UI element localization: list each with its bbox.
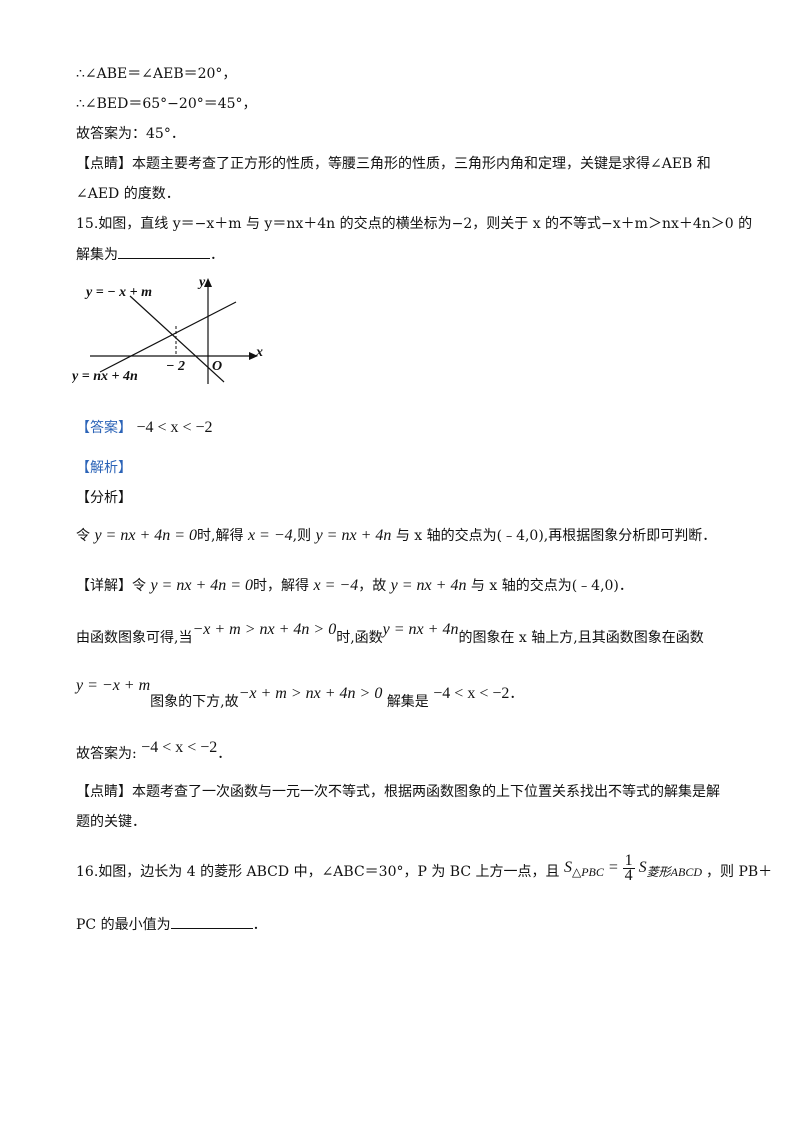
- q15-answer: 【答案】 −4 < x < −2: [76, 418, 213, 438]
- p2-text-1: 由函数图象可得,当: [76, 630, 193, 646]
- answer-tag: 【答案】: [76, 420, 132, 436]
- xiangjie-line-2: 由函数图象可得,当−x + m > nx + 4n > 0时,函数y = nx …: [76, 621, 704, 648]
- xiangjie-pre: 令: [132, 578, 146, 594]
- q15-answer-blank: [118, 244, 210, 259]
- label-origin: O: [212, 359, 222, 374]
- fenxi-math-2: x = −4: [247, 527, 293, 544]
- xiangjie-line-3: y = −x + m图象的下方,故−x + m > nx + 4n > 0 解集…: [76, 677, 524, 710]
- fenxi-math-1: y = nx + 4n = 0: [94, 527, 198, 544]
- xiangjie-tag: 【详解】: [76, 578, 132, 594]
- q15-stem-2: 解集为 ．: [76, 244, 224, 265]
- label-line1: y = − x + m: [84, 285, 152, 300]
- xiangjie-line: 【详解】令 y = nx + 4n = 0时，解得 x = −4，故 y = n…: [76, 576, 633, 596]
- p3-text-3: ．: [509, 686, 524, 702]
- s-right: S: [638, 859, 647, 877]
- xiangjie-text-3: 与 x 轴的交点为(﹣4,0)．: [470, 578, 633, 594]
- s-right-sub: 菱形ABCD: [646, 865, 703, 880]
- final-text: 故答案为:: [76, 746, 137, 762]
- fenxi-math-3: y = nx + 4n: [315, 527, 392, 544]
- line-y-minus-x-plus-m: [129, 295, 225, 383]
- line-bed: ∴∠BED＝65°−20°＝45°，: [76, 96, 257, 112]
- label-line2: y = nx + 4n: [72, 369, 138, 384]
- final-math: −4 < x < −2: [141, 739, 218, 756]
- q15-stem-1: 15.如图，直线 y＝−x＋m 与 y＝nx＋4n 的交点的横坐标为−2，则关于…: [76, 216, 753, 232]
- q15-stem-2-end: ．: [210, 247, 224, 263]
- equals: =: [607, 859, 619, 877]
- fenxi-tag: 【分析】: [76, 490, 132, 506]
- fenxi-pre: 令: [76, 528, 90, 544]
- s-left-sub: △PBC: [571, 865, 604, 880]
- p3-math-3: −4 < x < −2: [433, 685, 510, 702]
- s-left: S: [563, 859, 572, 877]
- fenxi-text-1: 时,解得: [197, 528, 244, 544]
- q16-text-3: PC 的最小值为: [76, 917, 171, 933]
- fenxi-text-2: ,则: [292, 528, 312, 544]
- p3-math-1: y = −x + m: [76, 677, 151, 694]
- q16-text-2: ，则 PB＋: [706, 864, 773, 881]
- answer-math: −4 < x < −2: [136, 419, 213, 436]
- p3-text-1: 图象的下方,故: [150, 694, 239, 710]
- p2-math-2: y = nx + 4n: [382, 621, 459, 638]
- p2-math-1: −x + m > nx + 4n > 0: [192, 621, 337, 638]
- x-axis-arrow: [249, 352, 258, 360]
- line-answer-45: 故答案为：45°．: [76, 126, 185, 142]
- final-answer-line: 故答案为: −4 < x < −2．: [76, 738, 231, 762]
- fenxi-text-3: 与 x 轴的交点为(﹣4,0),再根据图象分析即可判断．: [395, 528, 717, 544]
- analysis-tag: 【解析】: [76, 460, 132, 476]
- p2-text-3: 的图象在 x 轴上方,且其函数图象在函数: [458, 630, 704, 646]
- p2-text-2: 时,函数: [336, 630, 383, 646]
- xiangjie-text-1: 时，解得: [253, 578, 310, 594]
- dianjing-15-a: 【点睛】本题考查了一次函数与一元一次不等式，根据两函数图象的上下位置关系找出不等…: [76, 784, 720, 800]
- line-dianjing-14b: ∠AED 的度数．: [76, 186, 180, 202]
- line-abe: ∴∠ABE＝∠AEB＝20°，: [76, 66, 237, 82]
- q16-stem-2: PC 的最小值为 ．: [76, 914, 267, 935]
- fenxi-line: 令 y = nx + 4n = 0时,解得 x = −4,则 y = nx + …: [76, 526, 716, 546]
- label-tick-minus-2: − 2: [166, 359, 185, 374]
- q15-stem-2-text: 解集为: [76, 247, 118, 263]
- final-end: ．: [217, 746, 232, 762]
- frac-den: 4: [624, 867, 633, 884]
- q16-answer-blank: [170, 914, 253, 929]
- p3-text-2: 解集是: [386, 694, 429, 710]
- q16-text-end: ．: [252, 917, 267, 933]
- q15-graph: y = − x + m y = nx + 4n x y O − 2: [72, 275, 263, 384]
- line-dianjing-14a: 【点睛】本题主要考查了正方形的性质，等腰三角形的性质，三角形内角和定理，关键是求…: [76, 156, 711, 172]
- p3-math-2: −x + m > nx + 4n > 0: [238, 685, 383, 702]
- label-y: y: [197, 275, 206, 290]
- y-axis-arrow: [204, 278, 212, 287]
- frac-num: 1: [622, 852, 635, 869]
- xiangjie-math-3: y = nx + 4n: [390, 577, 467, 594]
- q16-stem-1: 16.如图，边长为 4 的菱形 ABCD 中，∠ABC＝30°，P 为 BC 上…: [76, 853, 773, 887]
- xiangjie-text-2: ，故: [358, 578, 387, 594]
- dianjing-15-b: 题的关键．: [76, 814, 146, 830]
- line-y-nx-plus-4n: [99, 301, 237, 373]
- xiangjie-math-2: x = −4: [313, 577, 359, 594]
- xiangjie-math-1: y = nx + 4n = 0: [150, 577, 254, 594]
- label-x: x: [255, 345, 263, 360]
- q16-text-1: 16.如图，边长为 4 的菱形 ABCD 中，∠ABC＝30°，P 为 BC 上…: [76, 864, 560, 881]
